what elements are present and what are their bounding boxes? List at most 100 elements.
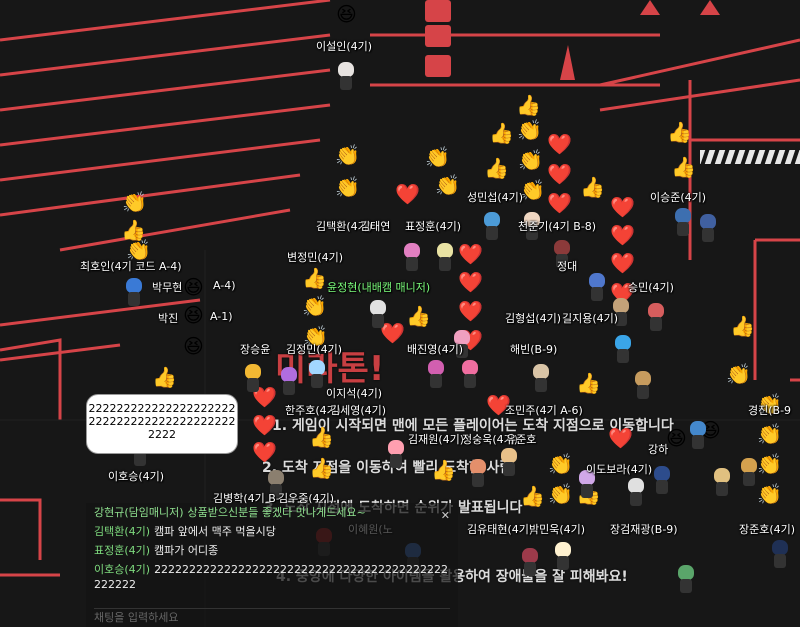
laugh-emote-icon: 😆: [183, 303, 204, 327]
speech-bubble: 2222222222222222222222222222222222222222…: [86, 394, 238, 454]
player-name-label: 정대: [557, 260, 578, 273]
clap-emote-icon: 👏: [126, 238, 151, 262]
player-avatar[interactable]: [553, 542, 573, 572]
chat-message: 이호승(4기)222222222222222222222222222222222…: [86, 560, 458, 594]
clap-emote-icon: 👏: [757, 482, 782, 506]
player-avatar[interactable]: [698, 214, 718, 244]
chat-sender: 강현규(담임매니저): [94, 506, 184, 519]
player-name-label: 길지용(4기): [562, 312, 619, 325]
heart-emote-icon: ❤️: [252, 385, 277, 409]
player-name-label: 박무현: [152, 281, 183, 294]
laugh-emote-icon: 😆: [183, 334, 204, 358]
close-icon[interactable]: ✕: [440, 509, 450, 522]
heart-emote-icon: ❤️: [458, 299, 483, 323]
chat-text: 2222222222222222222222222222222222222222…: [94, 563, 449, 591]
player-name-label: 승민(4기): [628, 281, 674, 294]
player-name-label: 배진영(4기): [407, 343, 464, 356]
player-avatar[interactable]: [652, 466, 672, 496]
clap-emote-icon: 👏: [122, 190, 147, 214]
player-name-label: 김세영(4기): [330, 404, 387, 417]
heart-emote-icon: ❤️: [252, 413, 277, 437]
player-avatar[interactable]: [712, 468, 732, 498]
player-avatar[interactable]: [613, 335, 633, 365]
player-avatar[interactable]: [279, 367, 299, 397]
player-avatar[interactable]: [739, 458, 759, 488]
player-avatar[interactable]: [676, 565, 696, 595]
clap-emote-icon: 👏: [548, 452, 573, 476]
thumbs-emote-icon: 👍: [431, 458, 456, 482]
player-avatar[interactable]: [482, 212, 502, 242]
player-avatar[interactable]: [266, 470, 286, 500]
player-name-label: 윤정현(내배캠 매니저): [327, 281, 431, 294]
player-avatar[interactable]: [402, 243, 422, 273]
player-name-label: 김재원(4기): [408, 433, 465, 446]
player-avatar[interactable]: [452, 330, 472, 360]
player-avatar[interactable]: [499, 448, 519, 478]
player-avatar[interactable]: [531, 364, 551, 394]
player-name-label: 김택환(4기): [316, 220, 373, 233]
player-name-label: 이도보라(4기): [586, 463, 653, 476]
player-name-label: 박민욱(4기): [529, 523, 586, 536]
chat-sender: 이호승(4기): [94, 563, 151, 576]
thumbs-emote-icon: 👍: [152, 365, 177, 389]
player-name-label: 유준호: [506, 433, 537, 446]
thumbs-emote-icon: 👍: [121, 218, 146, 242]
heart-emote-icon: ❤️: [547, 162, 572, 186]
chat-panel: ✕ 강현규(담임매니저)상품받으신분들 좋겠다 맛나게드세요~김택환(4기)캠파…: [86, 503, 458, 627]
player-avatar[interactable]: [336, 62, 356, 92]
player-avatar[interactable]: [673, 208, 693, 238]
player-avatar[interactable]: [577, 470, 597, 500]
player-avatar[interactable]: [552, 240, 572, 270]
player-avatar[interactable]: [611, 298, 631, 328]
thumbs-emote-icon: 👍: [302, 266, 327, 290]
heart-emote-icon: ❤️: [547, 132, 572, 156]
clap-emote-icon: 👏: [302, 294, 327, 318]
player-avatar[interactable]: [646, 303, 666, 333]
chat-message: 김택환(4기)캠파 앞에서 맥주 먹을시당: [86, 522, 458, 541]
player-avatar[interactable]: [587, 273, 607, 303]
player-avatar[interactable]: [460, 360, 480, 390]
heart-emote-icon: ❤️: [458, 270, 483, 294]
player-name-label: 해빈(B-9): [510, 343, 558, 356]
player-name-label: 장준호(4기): [739, 523, 796, 536]
player-avatar[interactable]: [243, 364, 263, 394]
player-avatar[interactable]: [770, 540, 790, 570]
player-avatar[interactable]: [368, 300, 388, 330]
chat-message: 표정훈(4기)캠파가 어디종: [86, 541, 458, 560]
player-name-label: 이승준(4기): [650, 191, 707, 204]
player-avatar[interactable]: [522, 212, 542, 242]
player-avatar[interactable]: [468, 459, 488, 489]
player-name-label: 김병학(4기 B-: [213, 492, 280, 505]
chat-input[interactable]: 채팅을 입력하세요: [94, 608, 450, 627]
player-name-label: A-1): [210, 310, 233, 323]
player-name-label: 박진: [158, 312, 179, 325]
clap-emote-icon: 👏: [335, 175, 360, 199]
clap-emote-icon: 👏: [518, 148, 543, 172]
clap-emote-icon: 👏: [520, 178, 545, 202]
player-avatar[interactable]: [633, 371, 653, 401]
heart-emote-icon: ❤️: [610, 195, 635, 219]
player-avatar[interactable]: [520, 548, 540, 578]
player-name-label: 천준기(4기 B-8): [518, 220, 597, 233]
player-avatar[interactable]: [426, 360, 446, 390]
player-avatar[interactable]: [307, 360, 327, 390]
player-name-label: 최호인(4기 코드 A-4): [80, 260, 182, 273]
thumbs-emote-icon: 👍: [406, 304, 431, 328]
player-avatar[interactable]: [124, 278, 144, 308]
player-avatar[interactable]: [688, 421, 708, 451]
chat-sender: 김택환(4기): [94, 525, 151, 538]
clap-emote-icon: 👏: [335, 143, 360, 167]
thumbs-emote-icon: 👍: [309, 456, 334, 480]
chat-sender: 표정훈(4기): [94, 544, 151, 557]
thumbs-emote-icon: 👍: [730, 314, 755, 338]
player-name-label: 김유태현(4기): [467, 523, 534, 536]
player-name-label: 장검재광(B-9): [610, 523, 678, 536]
player-avatar[interactable]: [626, 478, 646, 508]
player-avatar[interactable]: [386, 440, 406, 470]
heart-emote-icon: ❤️: [547, 191, 572, 215]
notice-line-2: 2. 도착 지점을 이동하여 빨리 도착한 사람: [262, 460, 513, 476]
player-avatar[interactable]: [435, 243, 455, 273]
heart-emote-icon: ❤️: [395, 182, 420, 206]
